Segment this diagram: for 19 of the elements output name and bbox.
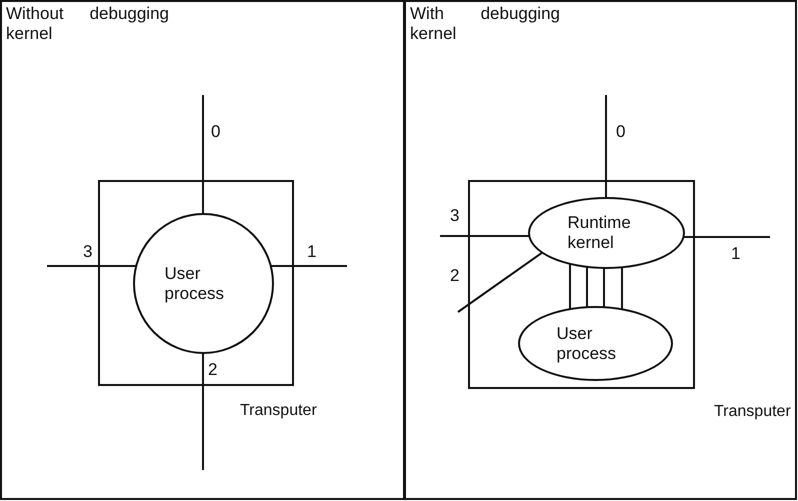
link-line	[270, 265, 347, 267]
link-line	[684, 236, 770, 238]
panel-frame	[0, 0, 405, 500]
panel-title: Without debugging kernel	[6, 4, 169, 44]
node-label: Transputer	[240, 402, 317, 420]
node-label: Runtime kernel	[568, 213, 632, 253]
link-line	[202, 353, 204, 470]
node-label: Transputer	[714, 403, 791, 421]
panel-title: With debugging kernel	[410, 4, 560, 44]
link-line	[47, 265, 136, 267]
link-line	[457, 252, 543, 313]
panel-frame	[404, 0, 797, 500]
link-line	[440, 235, 530, 237]
node-label: User process	[164, 264, 226, 304]
connector-line	[603, 268, 605, 308]
link-line	[202, 95, 204, 214]
connector-line	[586, 266, 588, 308]
node-label: User process	[556, 324, 618, 364]
link-line	[605, 95, 607, 198]
